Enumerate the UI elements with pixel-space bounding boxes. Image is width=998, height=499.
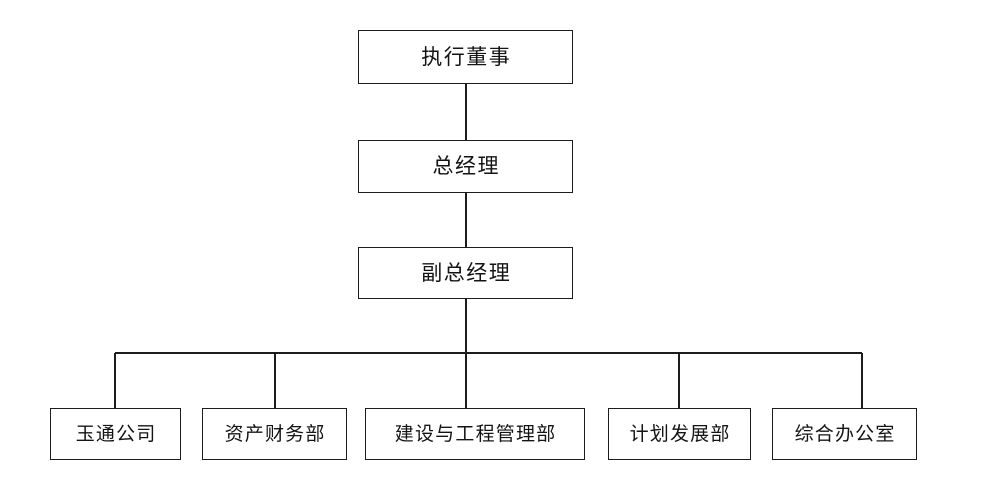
node-label-construction-engineering-management-department: 建设与工程管理部	[394, 423, 557, 445]
node-general-office[interactable]: 综合办公室	[772, 408, 917, 460]
node-label-yutong-company: 玉通公司	[75, 423, 157, 445]
node-label-asset-finance-department: 资产财务部	[224, 423, 326, 445]
node-general-manager[interactable]: 总经理	[358, 140, 573, 193]
node-label-executive-director: 执行董事	[421, 44, 512, 69]
node-label-general-office: 综合办公室	[794, 423, 896, 445]
node-asset-finance-department[interactable]: 资产财务部	[202, 408, 347, 460]
node-label-general-manager: 总经理	[432, 154, 500, 178]
node-yutong-company[interactable]: 玉通公司	[50, 408, 181, 460]
node-label-deputy-general-manager: 副总经理	[421, 260, 512, 285]
node-construction-engineering-management-department[interactable]: 建设与工程管理部	[365, 408, 585, 460]
node-deputy-general-manager[interactable]: 副总经理	[358, 247, 573, 299]
node-label-planning-development-department: 计划发展部	[629, 423, 731, 445]
node-planning-development-department[interactable]: 计划发展部	[608, 408, 751, 460]
node-executive-director[interactable]: 执行董事	[358, 30, 573, 84]
